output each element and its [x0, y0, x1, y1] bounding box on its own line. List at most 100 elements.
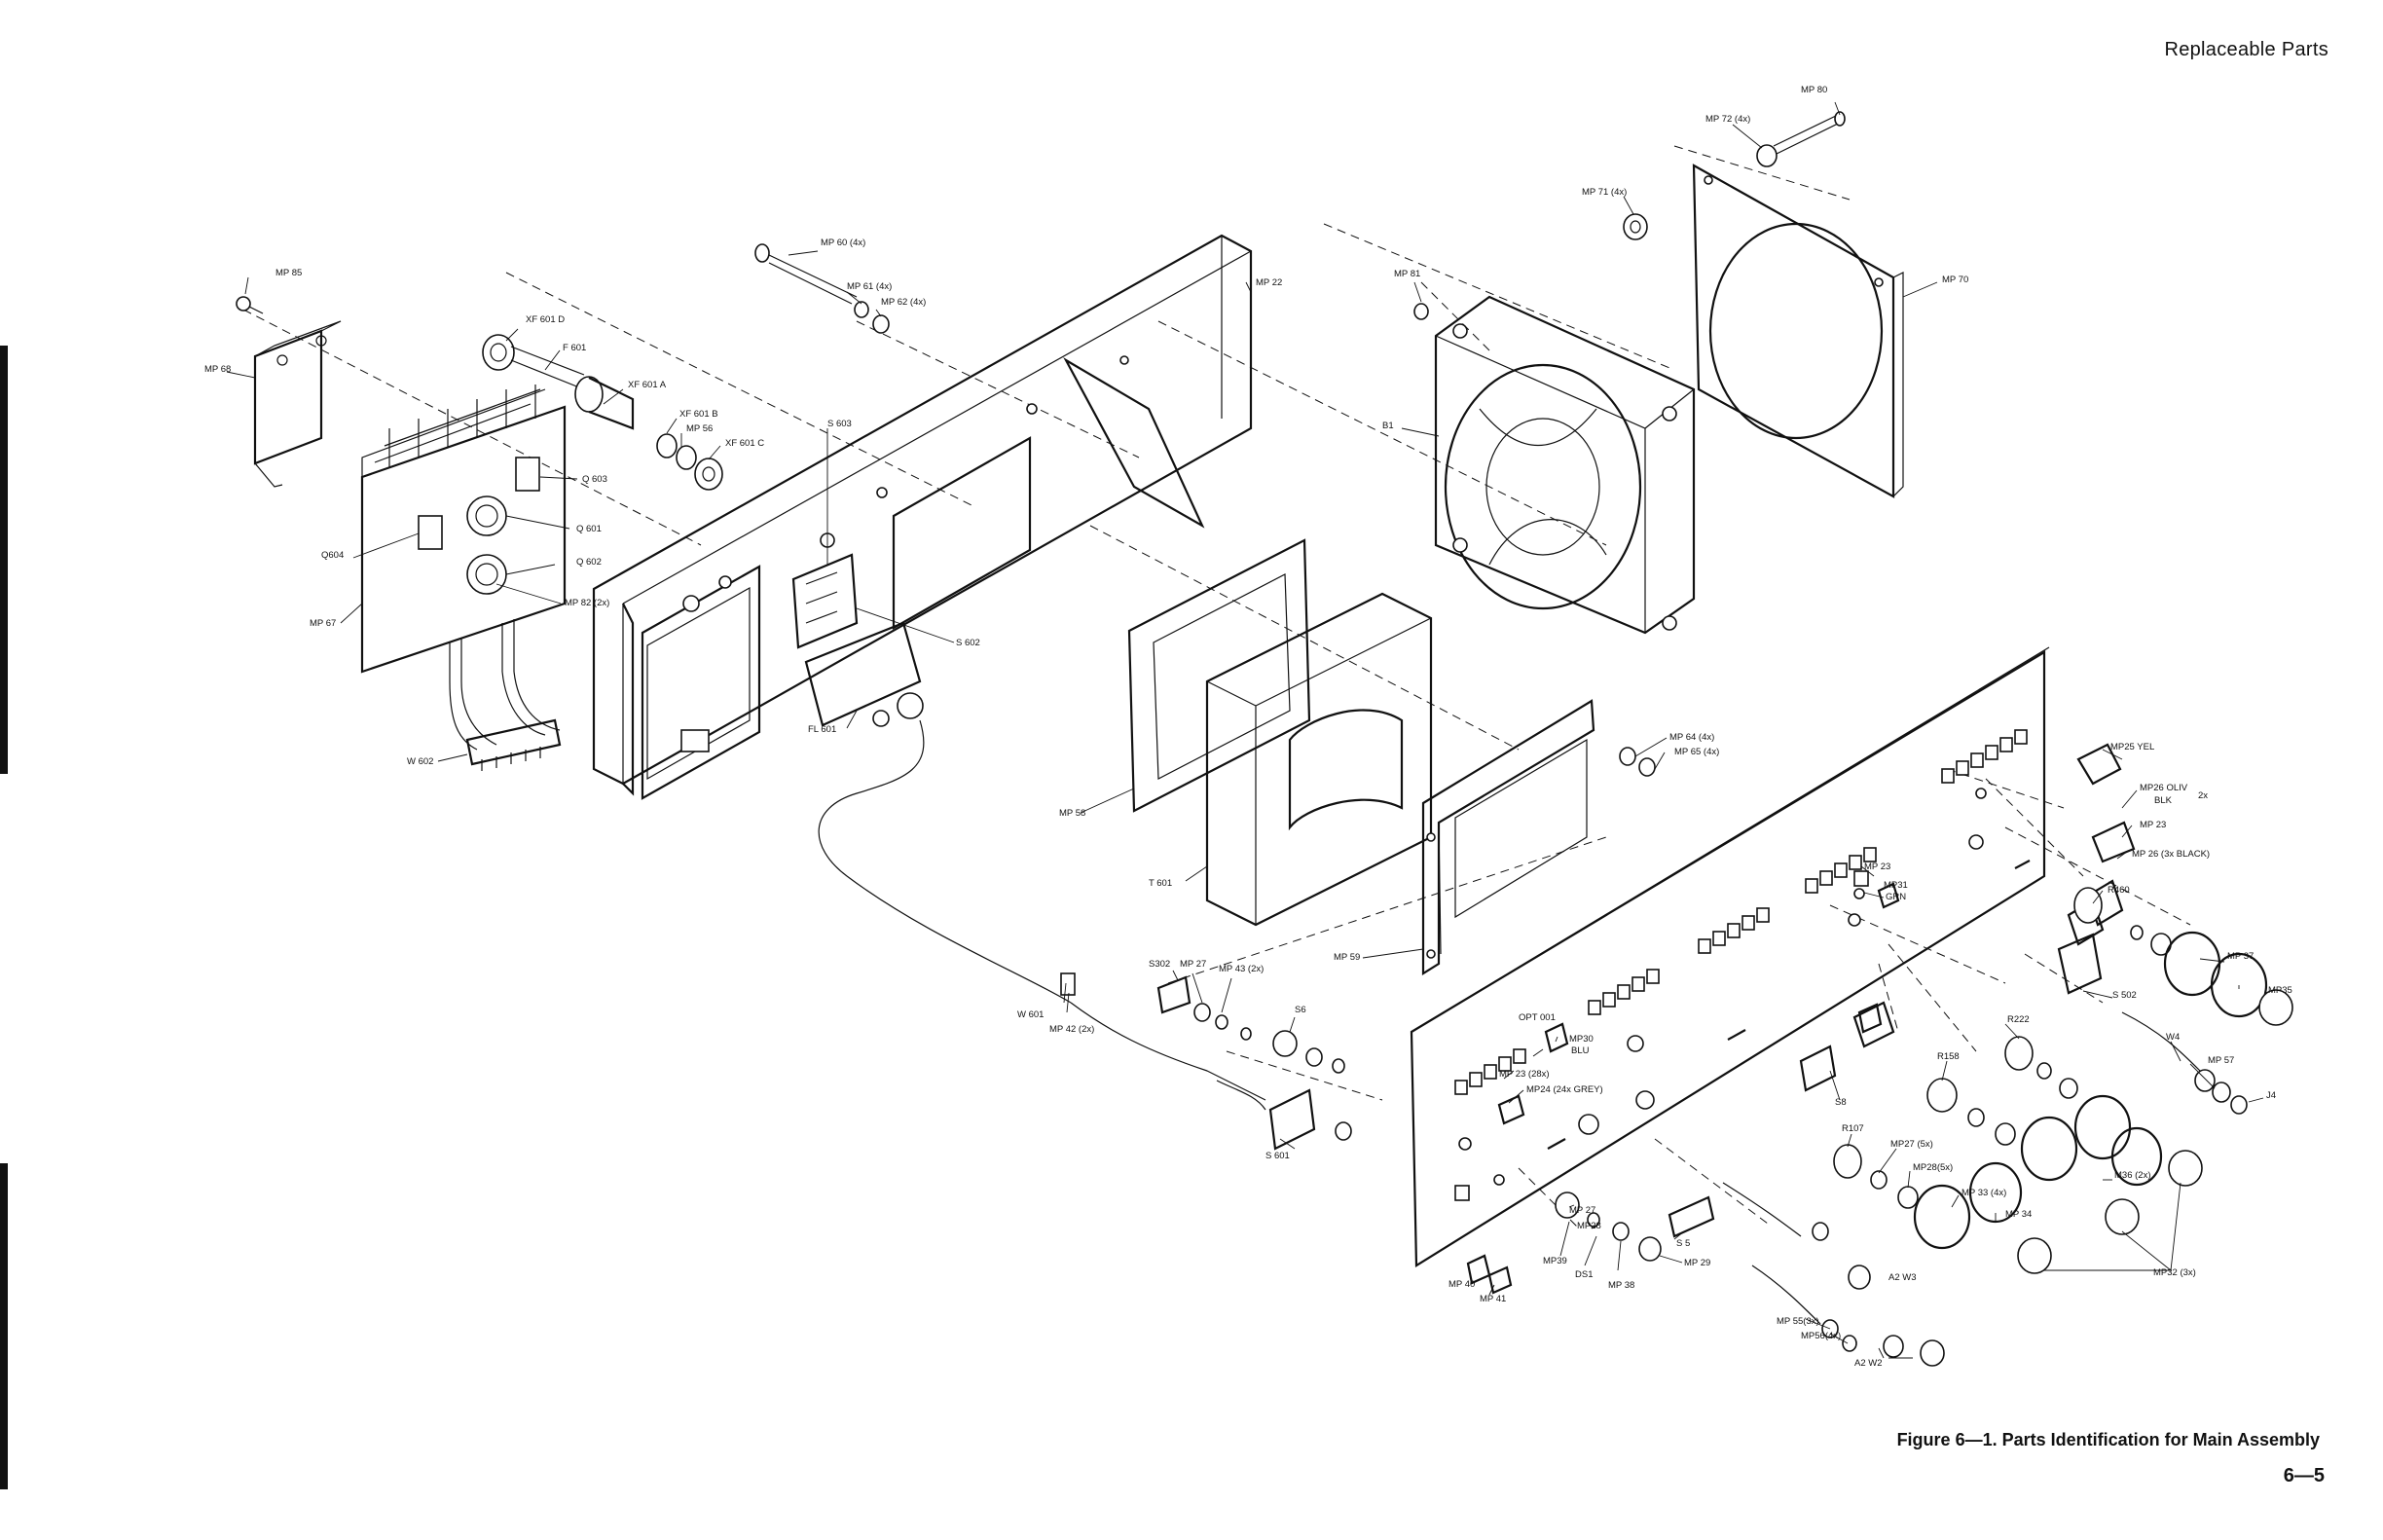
callout-mp71: MP 71 (4x) [1582, 187, 1627, 198]
callout-t601: T 601 [1149, 878, 1172, 889]
callout-w602: W 602 [407, 756, 433, 767]
callout-s5: S 5 [1676, 1238, 1690, 1249]
callout-s8: S8 [1835, 1097, 1847, 1108]
fan-b1 [1434, 295, 1696, 635]
callout-mp22: MP 22 [1256, 277, 1282, 288]
callout-mp81: MP 81 [1394, 269, 1420, 279]
left-margin-bar-upper [0, 346, 8, 774]
callout-mp38: MP 38 [1608, 1280, 1634, 1291]
callout-mp25: MP25 YEL [2110, 742, 2154, 752]
callout-mp56b: MP56(4x) [1801, 1331, 1841, 1341]
callout-xf601a: XF 601 A [628, 380, 667, 390]
controls-left [1156, 882, 1945, 1367]
callout-mp82: MP 82 (2x) [565, 598, 609, 608]
callout-mp43: MP 43 (2x) [1219, 964, 1264, 974]
callout-labels: MP 80 MP 72 (4x) MP 71 (4x) MP 81 MP 70 … [204, 85, 2292, 1369]
callout-r222: R222 [2007, 1014, 2030, 1025]
callout-r158: R158 [1937, 1051, 1960, 1062]
callout-mp57: MP 57 [2208, 1055, 2234, 1066]
callout-mp35: MP35 [2268, 985, 2292, 996]
callout-q602: Q 602 [576, 557, 602, 568]
fuse-holder [482, 334, 723, 491]
callout-mp60: MP 60 (4x) [821, 238, 865, 248]
panel-buttons [1454, 729, 2028, 1201]
figure-caption: Figure 6—1. Parts Identification for Mai… [1896, 1430, 2320, 1449]
callout-mp40: MP 40 [1448, 1279, 1475, 1290]
callout-mp23a: MP 23 [2140, 820, 2166, 830]
callout-mp56top: MP 56 [686, 423, 713, 434]
callout-mp29: MP 29 [1684, 1258, 1710, 1268]
callout-mp31: MP31 [1884, 880, 1908, 891]
callout-mp32: MP32 (3x) [2153, 1267, 2196, 1278]
rear-panel-mp22 [592, 234, 1253, 800]
callout-mp27c: MP 27 [1569, 1205, 1595, 1216]
screw-mp60 [754, 243, 890, 334]
callout-s6: S6 [1295, 1005, 1306, 1015]
callout-w4: W4 [2166, 1032, 2180, 1043]
front-panel [1410, 646, 2050, 1267]
callout-w601: W 601 [1017, 1009, 1044, 1020]
callout-mp42: MP 42 (2x) [1049, 1024, 1094, 1035]
callout-xf601c: XF 601 C [725, 438, 764, 449]
callout-m36: M36 (2x) [2114, 1170, 2150, 1181]
callout-grn: GRN [1886, 892, 1906, 902]
callout-mp58: MP 58 [1059, 808, 1085, 819]
callout-ds1: DS1 [1575, 1269, 1593, 1280]
switch-and-filter [791, 553, 1266, 1101]
callout-mp80: MP 80 [1801, 85, 1827, 95]
callout-2x: 2x [2198, 790, 2208, 801]
callout-q601: Q 601 [576, 524, 602, 534]
callout-s601: S 601 [1265, 1151, 1290, 1161]
callout-opt001: OPT 001 [1519, 1012, 1556, 1023]
callout-s602: S 602 [956, 638, 980, 648]
fan-guard-mp70 [1692, 164, 1904, 498]
callout-r107: R107 [1842, 1123, 1864, 1134]
callout-fl601: FL 601 [808, 724, 836, 735]
callout-mp72: MP 72 (4x) [1705, 114, 1750, 125]
leader-lines [226, 101, 2264, 1359]
cable-w602 [449, 671, 562, 771]
callout-mp67: MP 67 [310, 618, 336, 629]
callout-mp26b: MP 26 (3x BLACK) [2132, 849, 2210, 860]
callout-mp85: MP 85 [275, 268, 302, 278]
callout-mp30: MP30 [1569, 1034, 1594, 1045]
screw-mp85 [236, 296, 264, 314]
callout-f601: F 601 [563, 343, 586, 353]
callout-mp34: MP 34 [2005, 1209, 2032, 1220]
callout-b1: B1 [1382, 421, 1394, 431]
callout-a2w3: A2 W3 [1888, 1272, 1917, 1283]
callout-r460: R460 [2108, 885, 2130, 896]
callout-mp33: MP 33 (4x) [1961, 1188, 2006, 1198]
callout-mp61: MP 61 (4x) [847, 281, 892, 292]
callout-mp65: MP 65 (4x) [1674, 747, 1719, 757]
callout-s302: S302 [1149, 959, 1170, 970]
callout-mp27a: MP27 (5x) [1890, 1139, 1933, 1150]
heatsink-mp67 [360, 385, 567, 681]
callout-mp23b: MP 23 [1864, 862, 1890, 872]
section-header: Replaceable Parts [2164, 39, 2328, 60]
callout-s603: S 603 [827, 419, 852, 429]
callout-mp68: MP 68 [204, 364, 231, 375]
callout-xf601d: XF 601 D [526, 314, 565, 325]
left-margin-bar-lower [0, 1163, 8, 1489]
callout-q603: Q 603 [582, 474, 607, 485]
callout-blu: BLU [1571, 1045, 1590, 1056]
callout-mp41: MP 41 [1480, 1294, 1506, 1304]
callout-j4: J4 [2266, 1090, 2276, 1101]
page-number: 6—5 [2283, 1465, 2325, 1486]
fan-hardware [1413, 111, 1846, 320]
washers-mp64-mp65 [1619, 747, 1656, 777]
callout-mp28b: MP28 [1577, 1221, 1601, 1231]
callout-mp27b: MP 27 [1180, 959, 1206, 970]
callout-mp28a: MP28(5x) [1913, 1162, 1953, 1173]
callout-mp64: MP 64 (4x) [1669, 732, 1714, 743]
callout-s502: S 502 [2112, 990, 2137, 1001]
callout-q604: Q604 [321, 550, 344, 561]
callout-mp62: MP 62 (4x) [881, 297, 926, 308]
callout-xf601b: XF 601 B [679, 409, 718, 420]
callout-mp70: MP 70 [1942, 275, 1968, 285]
callout-mp55: MP 55(3x) [1777, 1316, 1819, 1327]
callout-blk: BLK [2154, 795, 2173, 806]
